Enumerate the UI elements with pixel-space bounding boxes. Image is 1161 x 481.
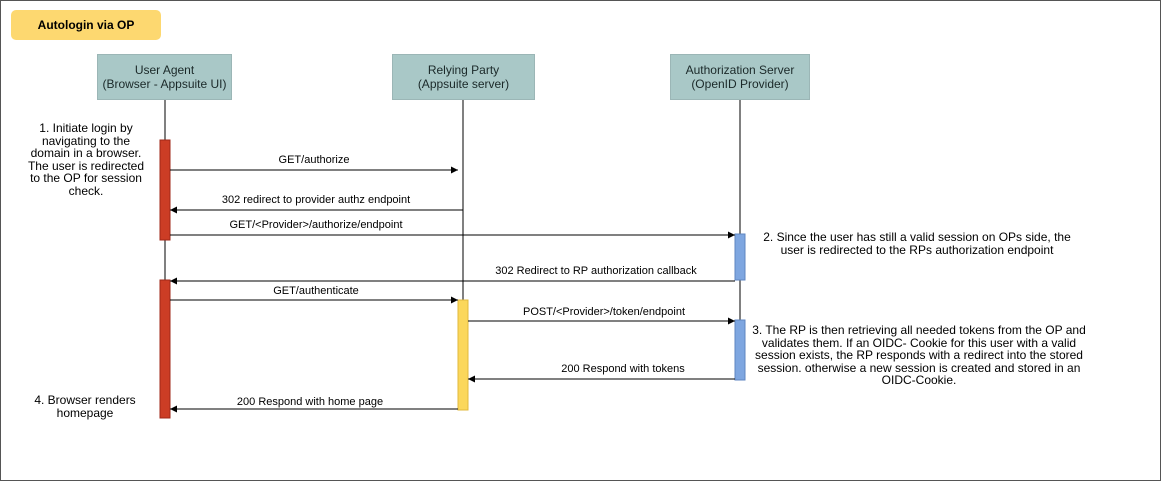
diagram-title: Autologin via OP bbox=[11, 10, 161, 40]
note-step-3: 3. The RP is then retrieving all needed … bbox=[752, 323, 1086, 387]
message-label-200-home-page: 200 Respond with home page bbox=[236, 396, 384, 408]
message-label-302-redirect-callback: 302 Redirect to RP authorization callbac… bbox=[495, 265, 697, 277]
actor-authorization-server-detail: (OpenID Provider) bbox=[691, 77, 789, 91]
note-step-4: 4. Browser renders homepage bbox=[34, 393, 136, 420]
message-label-post-token: POST/<Provider>/token/endpoint bbox=[522, 306, 686, 318]
message-label-get-authenticate: GET/authenticate bbox=[273, 285, 359, 297]
activation-authorization-server-2 bbox=[734, 319, 746, 381]
activation-user-agent-1 bbox=[159, 139, 171, 241]
actor-authorization-server-name: Authorization Server bbox=[685, 63, 795, 77]
activation-user-agent-2 bbox=[159, 279, 171, 419]
actor-user-agent-name: User Agent bbox=[134, 63, 195, 77]
message-label-get-authorize: GET/authorize bbox=[278, 154, 350, 166]
activation-authorization-server-1 bbox=[734, 233, 746, 281]
message-label-200-tokens: 200 Respond with tokens bbox=[561, 363, 685, 375]
actor-authorization-server: Authorization Server (OpenID Provider) bbox=[670, 54, 810, 100]
message-label-302-redirect-authz: 302 redirect to provider authz endpoint bbox=[221, 194, 411, 206]
actor-relying-party-detail: (Appsuite server) bbox=[417, 77, 510, 91]
actor-relying-party-name: Relying Party bbox=[427, 63, 500, 77]
actor-relying-party: Relying Party (Appsuite server) bbox=[392, 54, 535, 100]
note-step-1: 1. Initiate login by navigating to the d… bbox=[27, 121, 145, 198]
activation-relying-party bbox=[457, 299, 469, 411]
actor-user-agent: User Agent (Browser - Appsuite UI) bbox=[97, 54, 232, 100]
message-label-get-provider-authorize: GET/<Provider>/authorize/endpoint bbox=[229, 219, 403, 231]
note-step-2: 2. Since the user has still a valid sess… bbox=[763, 230, 1071, 257]
actor-user-agent-detail: (Browser - Appsuite UI) bbox=[102, 77, 227, 91]
